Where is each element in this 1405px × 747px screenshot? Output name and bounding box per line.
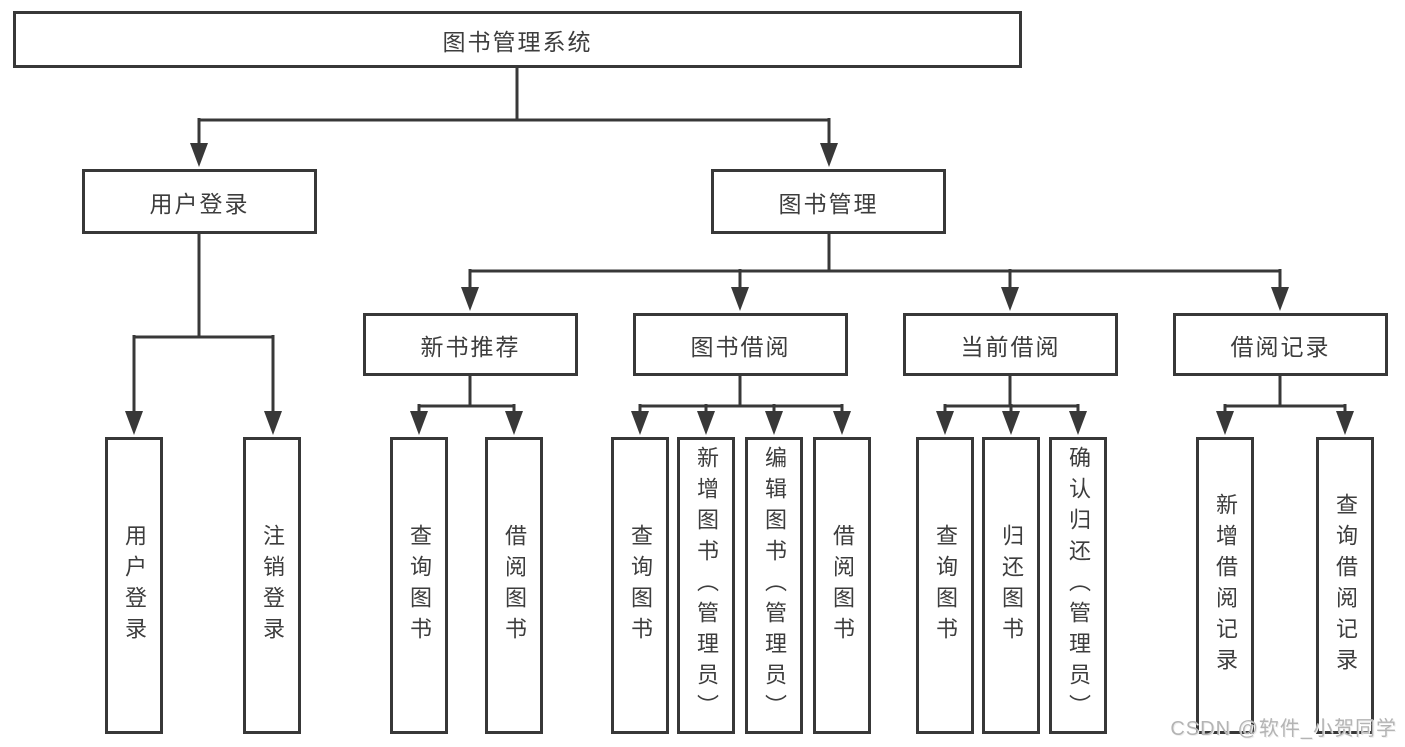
connector-user-login-split xyxy=(132,234,275,414)
arrowhead xyxy=(1271,287,1289,311)
leaf-label: 查询借阅记录 xyxy=(1333,492,1358,679)
arrowhead xyxy=(461,287,479,311)
arrowhead xyxy=(820,143,838,167)
arrowhead xyxy=(1001,287,1019,311)
leaf-return-book: 归还图书 xyxy=(982,437,1040,734)
leaf-add-borrow-record: 新增借阅记录 xyxy=(1196,437,1254,734)
connector-borrow-records-split xyxy=(1223,376,1347,414)
node-label: 新书推荐 xyxy=(420,333,521,360)
leaf-label: 新增借阅记录 xyxy=(1213,492,1238,679)
arrowhead xyxy=(765,411,783,435)
leaf-label: 编辑图书（管理员） xyxy=(762,446,787,725)
leaf-label: 借阅图书 xyxy=(830,523,855,648)
csdn-watermark: CSDN @软件_小贺同学 xyxy=(1170,718,1397,740)
node-book-management: 图书管理 xyxy=(711,169,946,234)
leaf-label: 注销登录 xyxy=(260,523,285,648)
arrowhead xyxy=(125,411,143,435)
leaf-label: 查询图书 xyxy=(628,523,653,648)
connector-book-borrow-split xyxy=(638,376,844,414)
node-book-borrow: 图书借阅 xyxy=(633,313,848,376)
node-label: 当前借阅 xyxy=(960,333,1061,360)
arrowheads xyxy=(125,143,1354,435)
leaf-label: 确认归还（管理员） xyxy=(1066,446,1091,725)
leaf-edit-book-admin: 编辑图书（管理员） xyxy=(745,437,803,734)
leaf-user-login: 用户登录 xyxy=(105,437,163,734)
arrowhead xyxy=(1216,411,1234,435)
arrowhead xyxy=(1336,411,1354,435)
connector-root-to-level2 xyxy=(197,68,831,146)
arrowhead xyxy=(1002,411,1020,435)
node-label: 用户登录 xyxy=(149,190,250,217)
arrowhead xyxy=(697,411,715,435)
node-borrow-records: 借阅记录 xyxy=(1173,313,1388,376)
arrowhead xyxy=(631,411,649,435)
leaf-query-books-current: 查询图书 xyxy=(916,437,974,734)
arrowhead xyxy=(190,143,208,167)
arrowhead xyxy=(410,411,428,435)
node-new-book-recommend: 新书推荐 xyxy=(363,313,578,376)
node-label: 借阅记录 xyxy=(1230,333,1331,360)
leaf-label: 归还图书 xyxy=(999,523,1024,648)
leaf-query-borrow-record: 查询借阅记录 xyxy=(1316,437,1374,734)
node-user-login: 用户登录 xyxy=(82,169,317,234)
leaf-label: 查询图书 xyxy=(933,523,958,648)
arrowhead xyxy=(264,411,282,435)
node-label: 图书管理系统 xyxy=(442,28,593,55)
leaf-label: 查询图书 xyxy=(407,523,432,648)
leaf-borrow-books: 借阅图书 xyxy=(813,437,871,734)
leaf-label: 用户登录 xyxy=(122,523,147,648)
leaf-query-books-borrow: 查询图书 xyxy=(611,437,669,734)
node-library-management-system: 图书管理系统 xyxy=(13,11,1022,68)
leaf-confirm-return-admin: 确认归还（管理员） xyxy=(1049,437,1107,734)
connector-book-mgmt-split xyxy=(468,234,1282,290)
leaf-borrow-books-recommend: 借阅图书 xyxy=(485,437,543,734)
node-label: 图书管理 xyxy=(778,190,879,217)
connector-new-book-split xyxy=(417,376,516,414)
leaf-label: 借阅图书 xyxy=(502,523,527,648)
arrowhead xyxy=(1069,411,1087,435)
arrowhead xyxy=(833,411,851,435)
leaf-query-books-recommend: 查询图书 xyxy=(390,437,448,734)
leaf-label: 新增图书（管理员） xyxy=(694,446,719,725)
arrowhead xyxy=(731,287,749,311)
arrowhead xyxy=(936,411,954,435)
leaf-logout: 注销登录 xyxy=(243,437,301,734)
leaf-add-book-admin: 新增图书（管理员） xyxy=(677,437,735,734)
arrowhead xyxy=(505,411,523,435)
node-current-borrow: 当前借阅 xyxy=(903,313,1118,376)
node-label: 图书借阅 xyxy=(690,333,791,360)
connector-current-borrow-split xyxy=(943,376,1080,414)
